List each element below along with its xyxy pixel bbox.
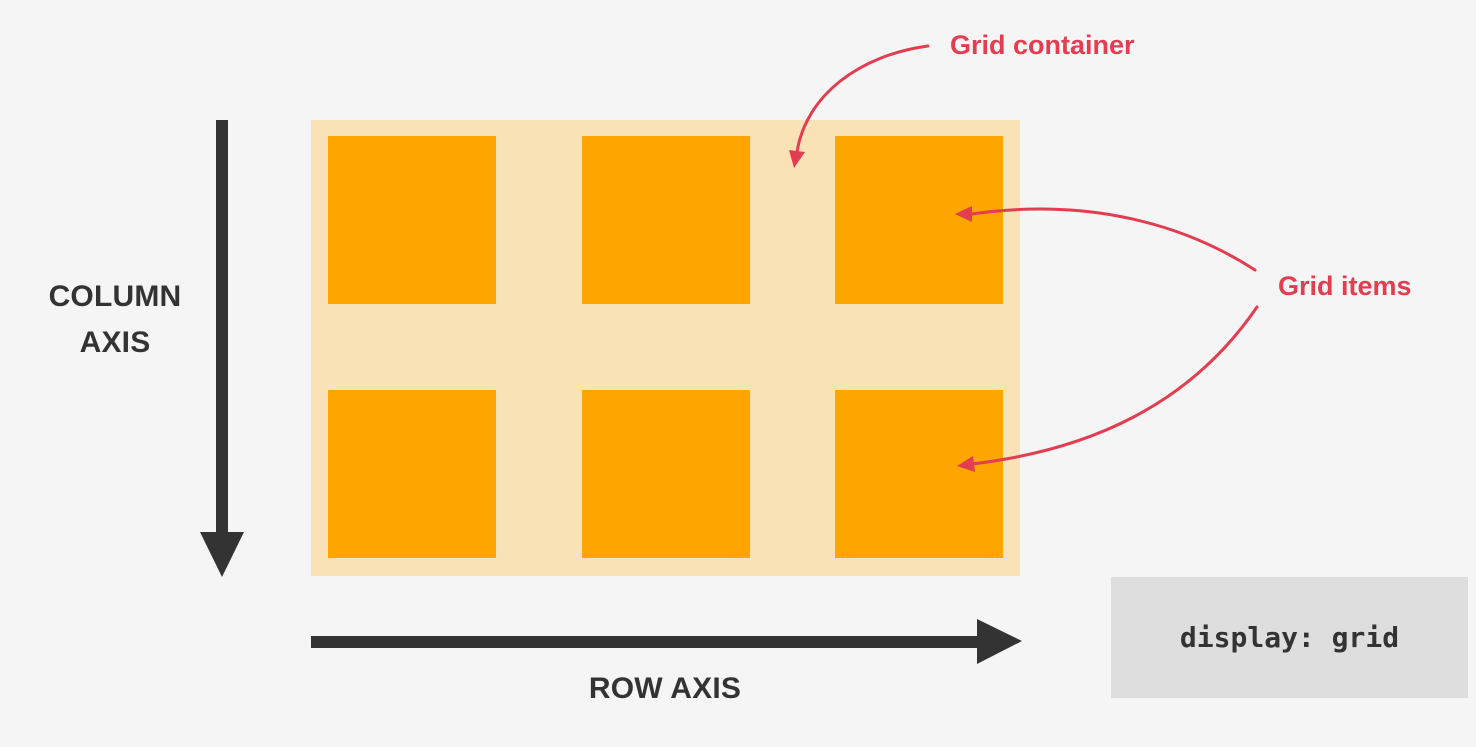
column-axis-arrow bbox=[200, 120, 244, 577]
row-axis-arrow bbox=[311, 619, 1022, 664]
grid-container-label: Grid container bbox=[950, 30, 1135, 60]
grid-container-box bbox=[311, 120, 1020, 576]
grid-item bbox=[835, 136, 1003, 304]
grid-item bbox=[582, 390, 750, 558]
code-snippet-box: display: grid bbox=[1111, 577, 1468, 698]
grid-items-pointer-arrow-bottom bbox=[957, 305, 1259, 472]
grid-items-pointer-arrow-top bbox=[955, 206, 1257, 272]
column-axis-label: COLUMN AXIS bbox=[48, 280, 182, 359]
grid-item bbox=[582, 136, 750, 304]
row-axis-label: ROW AXIS bbox=[588, 672, 742, 705]
grid-item bbox=[328, 390, 496, 558]
grid-items-label: Grid items bbox=[1278, 271, 1412, 301]
grid-item bbox=[328, 136, 496, 304]
code-snippet-text: display: grid bbox=[1179, 621, 1400, 654]
grid-container-pointer-arrow bbox=[789, 44, 930, 168]
grid-item bbox=[835, 390, 1003, 558]
